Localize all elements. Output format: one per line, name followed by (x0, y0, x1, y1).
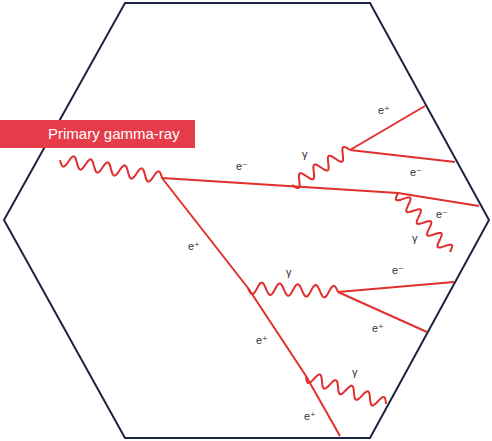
particle-label: e⁻ (236, 160, 248, 173)
particle-label: e⁺ (378, 104, 390, 117)
particle-label: e⁺ (188, 240, 200, 253)
charged-track (248, 288, 306, 376)
photon-wave (60, 156, 162, 181)
tag-text: Primary gamma-ray (48, 125, 180, 143)
photon-wave (396, 193, 452, 252)
particle-label: γ (412, 232, 418, 245)
particle-label: e⁻ (392, 264, 404, 277)
photon-wave (248, 283, 338, 298)
particle-label: γ (286, 266, 292, 279)
particle-tracks (60, 106, 479, 436)
charged-track (162, 178, 398, 193)
charged-track (338, 282, 454, 292)
particle-label: γ (302, 148, 308, 161)
charged-track (162, 178, 248, 288)
particle-label: e⁺ (304, 410, 316, 423)
particle-label: e⁺ (372, 322, 384, 335)
particle-label: e⁻ (410, 166, 422, 179)
hexagon-outline (4, 3, 489, 438)
particle-label: e⁺ (256, 334, 268, 347)
particle-label: e⁻ (436, 208, 448, 221)
photon-wave (306, 375, 386, 406)
particle-label: γ (352, 366, 358, 379)
photon-wave (292, 147, 350, 188)
charged-track (350, 150, 455, 162)
title-tag: Primary gamma-ray (0, 120, 195, 148)
